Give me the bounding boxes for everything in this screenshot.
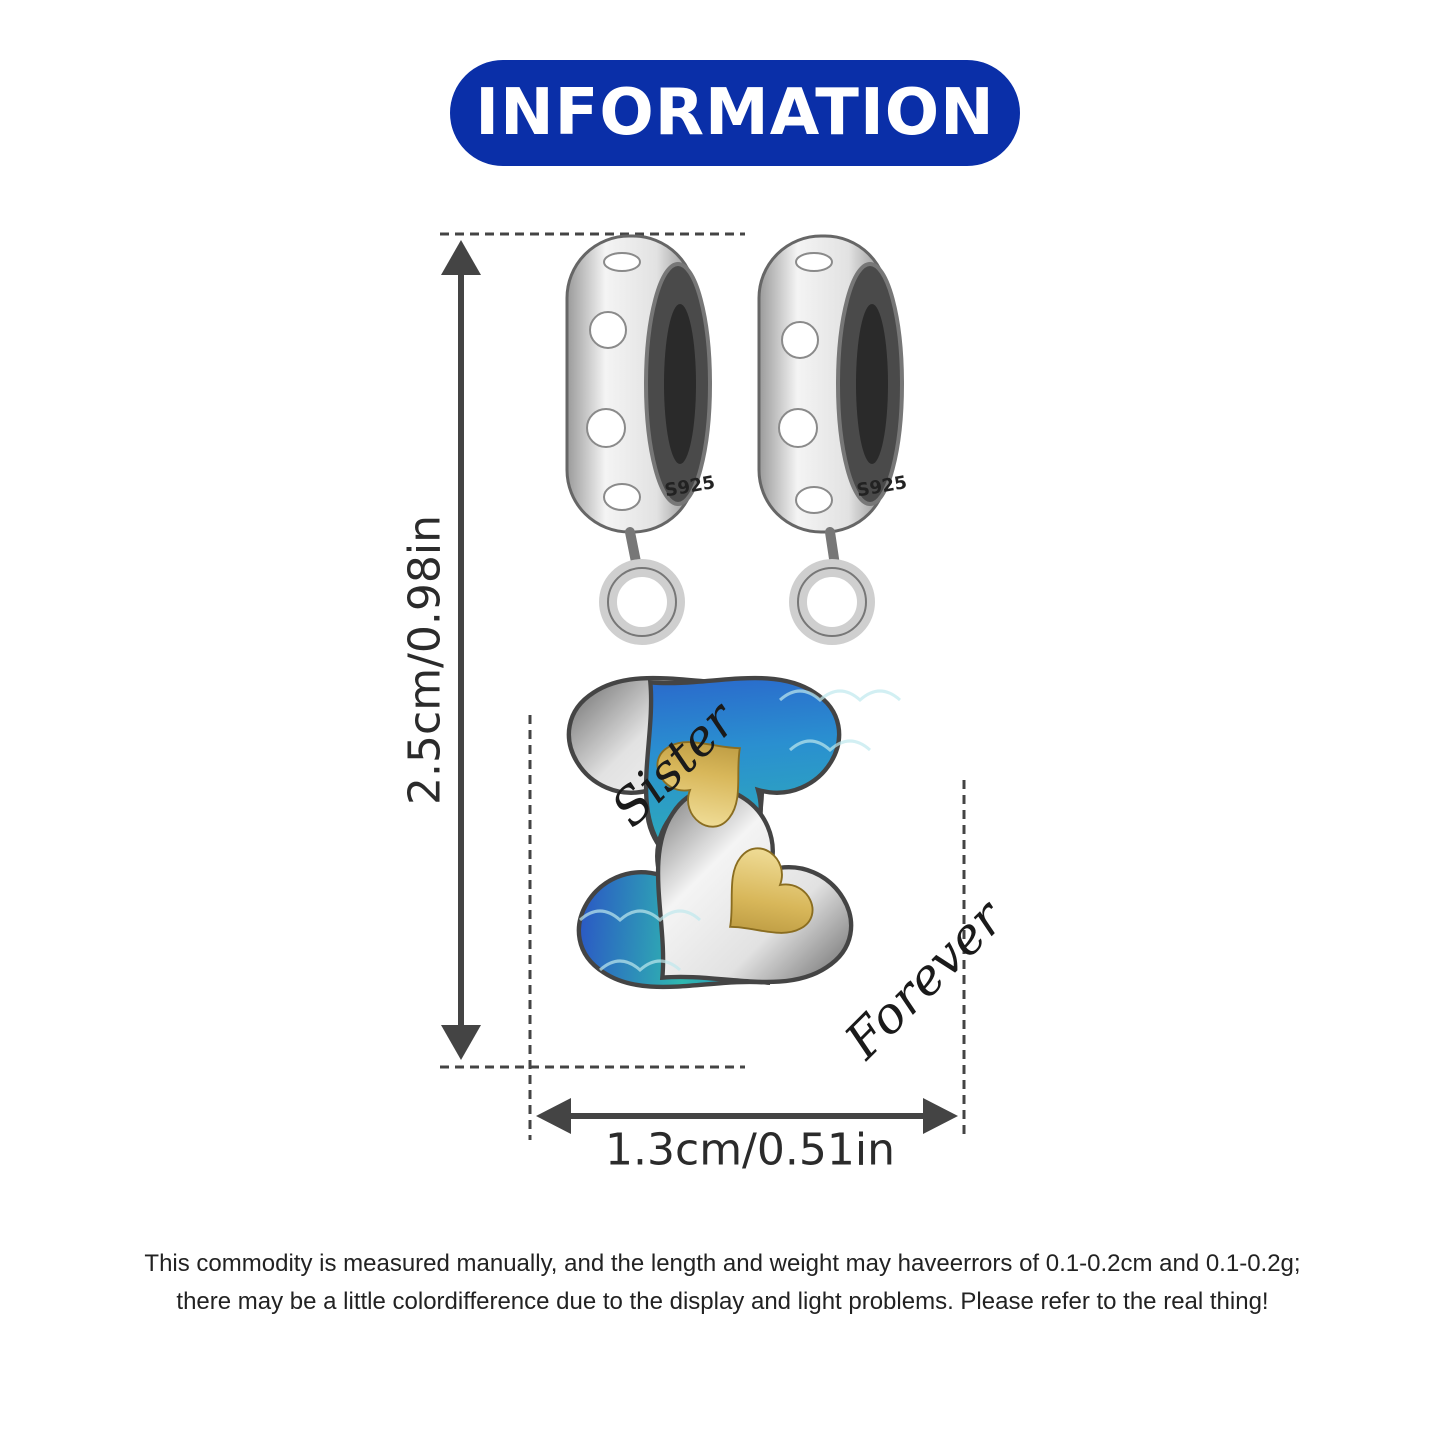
banner-title: INFORMATION [475, 76, 995, 150]
width-arrow-head-right [923, 1098, 958, 1134]
width-arrow-head-left [536, 1098, 571, 1134]
height-arrow-head-down [441, 1025, 481, 1060]
width-dimension-guide [528, 715, 966, 1140]
height-dimension-guide [440, 232, 745, 1069]
engraving-forever: Forever [833, 887, 1016, 1070]
disclaimer-line-2: there may be a little colordifference du… [176, 1288, 1269, 1315]
left-bead: S925 [565, 234, 717, 534]
connectors [599, 527, 875, 645]
width-measurement-label: 1.3cm/0.51in [605, 1124, 895, 1176]
height-arrow-head-up [441, 240, 481, 275]
height-measurement-label: 2.5cm/0.98in [399, 515, 451, 805]
information-banner: INFORMATION [450, 60, 1020, 166]
clover-pendant: Sister Forever [548, 604, 1017, 1071]
right-bead: S925 [757, 234, 909, 534]
measurement-disclaimer: This commodity is measured manually, and… [60, 1245, 1385, 1321]
disclaimer-line-1: This commodity is measured manually, and… [144, 1250, 1301, 1277]
